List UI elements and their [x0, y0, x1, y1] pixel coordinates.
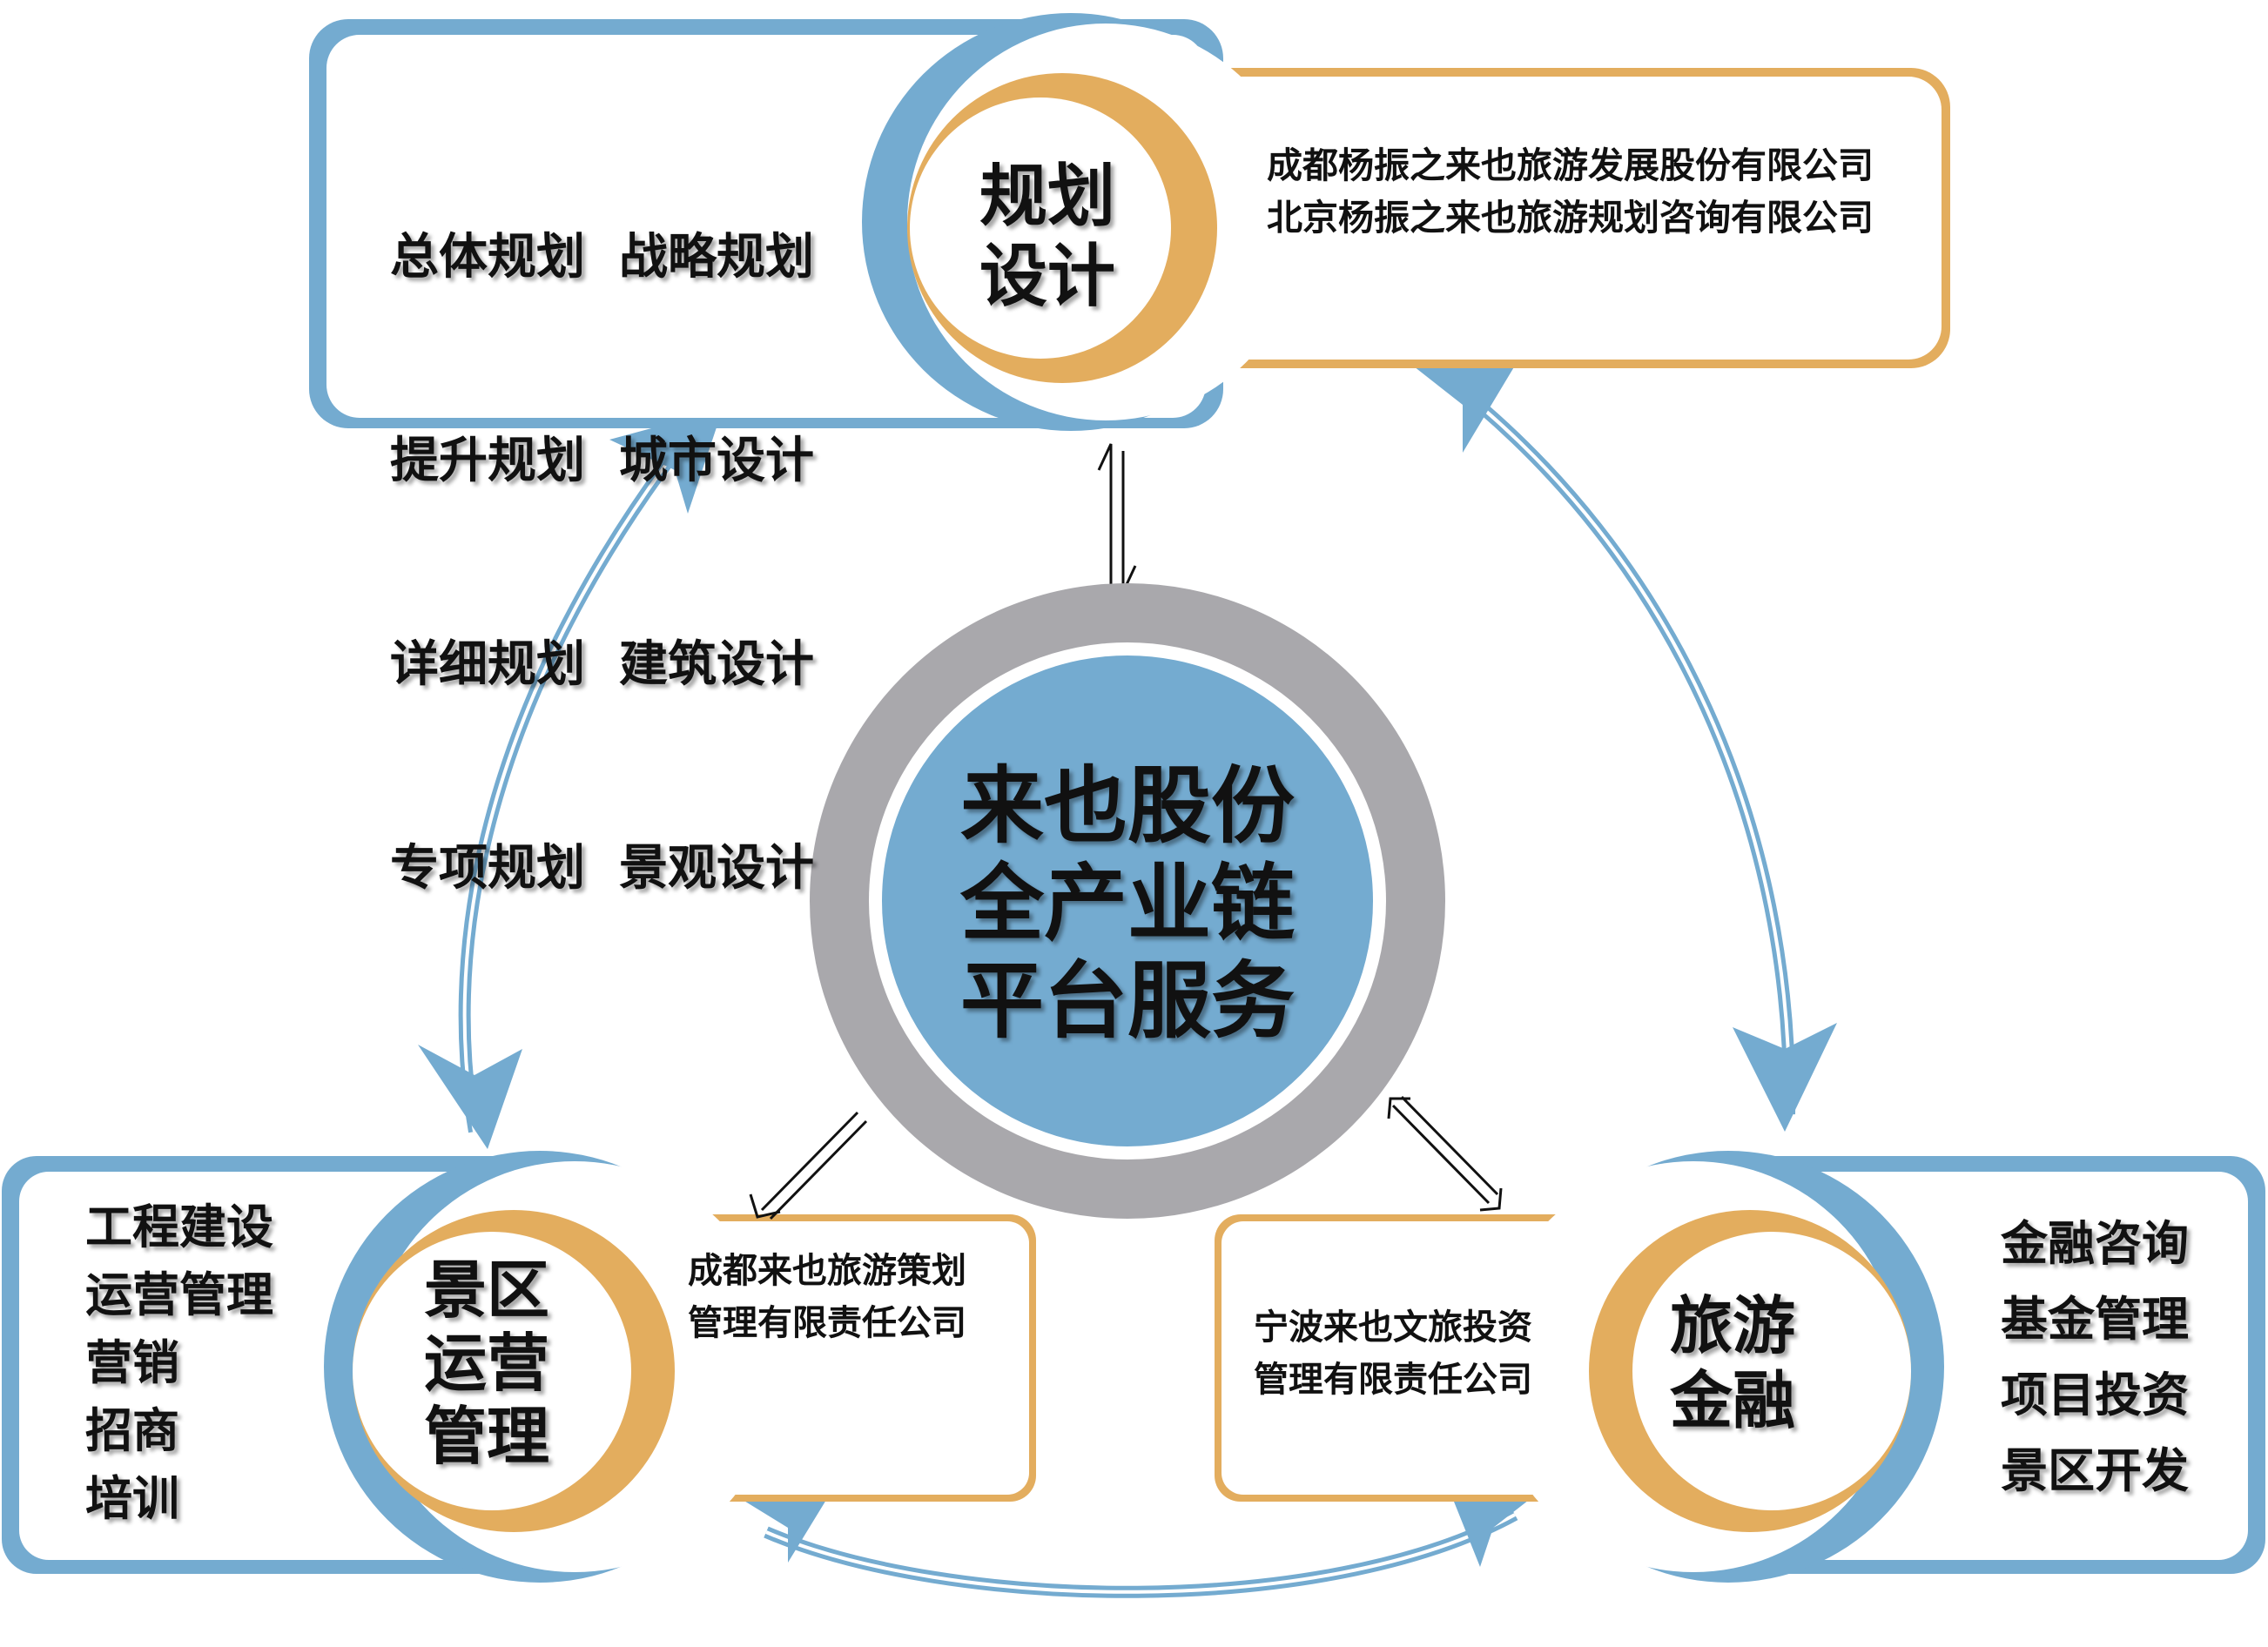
finance-badge — [1488, 1151, 1944, 1583]
planning-service-row: 提升规划 城市设计 — [390, 432, 814, 489]
company-name: 管理有限责任公司 — [688, 1303, 966, 1343]
company-name: 宁波来也文旅投资 — [1254, 1308, 1532, 1348]
operation-title-line: 管理 — [424, 1399, 550, 1473]
operation-title: 景区 运营 管理 — [424, 1254, 549, 1473]
planning-badge — [862, 13, 1304, 431]
operation-companies: 成都来也旅游策划 管理有限责任公司 — [688, 1245, 966, 1349]
operation-service-item: 运营管理 — [85, 1267, 273, 1322]
cycle-arrow-right — [1402, 357, 1837, 1132]
finance-title-line: 旅游 — [1670, 1288, 1796, 1362]
finance-service-item: 基金管理 — [2001, 1291, 2189, 1347]
operation-services-list: 工程建设 运营管理 营销 招商 培训 — [85, 1193, 273, 1532]
finance-companies: 宁波来也文旅投资 管理有限责任公司 — [1254, 1301, 1532, 1406]
connector-top — [1097, 443, 1137, 593]
connector-left — [749, 1111, 868, 1220]
operation-service-item: 工程建设 — [85, 1199, 273, 1254]
finance-service-item: 景区开发 — [2001, 1442, 2189, 1498]
planning-title-line: 设计 — [979, 237, 1116, 316]
planning-title: 规划 设计 — [979, 157, 1115, 317]
center-ring — [810, 583, 1445, 1219]
operation-title-line: 景区 — [424, 1253, 550, 1327]
planning-services-list: 总体规划 战略规划 提升规划 城市设计 详细规划 建筑设计 专项规划 景观设计 — [390, 87, 814, 970]
operation-service-item: 营销 — [85, 1334, 179, 1390]
finance-services-list: 金融咨询 基金管理 项目投资 景区开发 — [2001, 1206, 2189, 1509]
planning-companies: 成都杨振之来也旅游发展股份有限公司 北京杨振之来也旅游规划咨询有限公司 — [1267, 139, 1874, 244]
operation-service-item: 培训 — [85, 1470, 179, 1526]
center-title-line: 全产业链 — [960, 854, 1295, 952]
operation-badge — [324, 1151, 780, 1583]
finance-service-item: 金融咨询 — [2001, 1215, 2189, 1271]
finance-service-item: 项目投资 — [2001, 1367, 2189, 1422]
finance-title-line: 金融 — [1670, 1363, 1796, 1437]
planning-service-row: 详细规划 建筑设计 — [390, 635, 814, 693]
company-name: 成都来也旅游策划 — [688, 1251, 966, 1291]
center-title: 来也股份 全产业链 平台服务 — [945, 757, 1310, 1050]
company-name: 成都杨振之来也旅游发展股份有限公司 — [1267, 145, 1874, 186]
cycle-arrow-left — [418, 409, 723, 1149]
operation-service-item: 招商 — [85, 1402, 179, 1458]
company-name: 管理有限责任公司 — [1254, 1360, 1532, 1400]
company-name: 北京杨振之来也旅游规划咨询有限公司 — [1267, 197, 1874, 239]
planning-service-row: 专项规划 景观设计 — [390, 839, 814, 897]
planning-title-line: 规划 — [979, 157, 1116, 236]
center-title-line: 平台服务 — [960, 951, 1295, 1050]
finance-title: 旅游 金融 — [1670, 1288, 1795, 1438]
operation-title-line: 运营 — [424, 1326, 550, 1400]
center-title-line: 来也股份 — [960, 756, 1295, 855]
planning-service-row: 总体规划 战略规划 — [390, 228, 814, 286]
connector-right — [1387, 1095, 1503, 1212]
